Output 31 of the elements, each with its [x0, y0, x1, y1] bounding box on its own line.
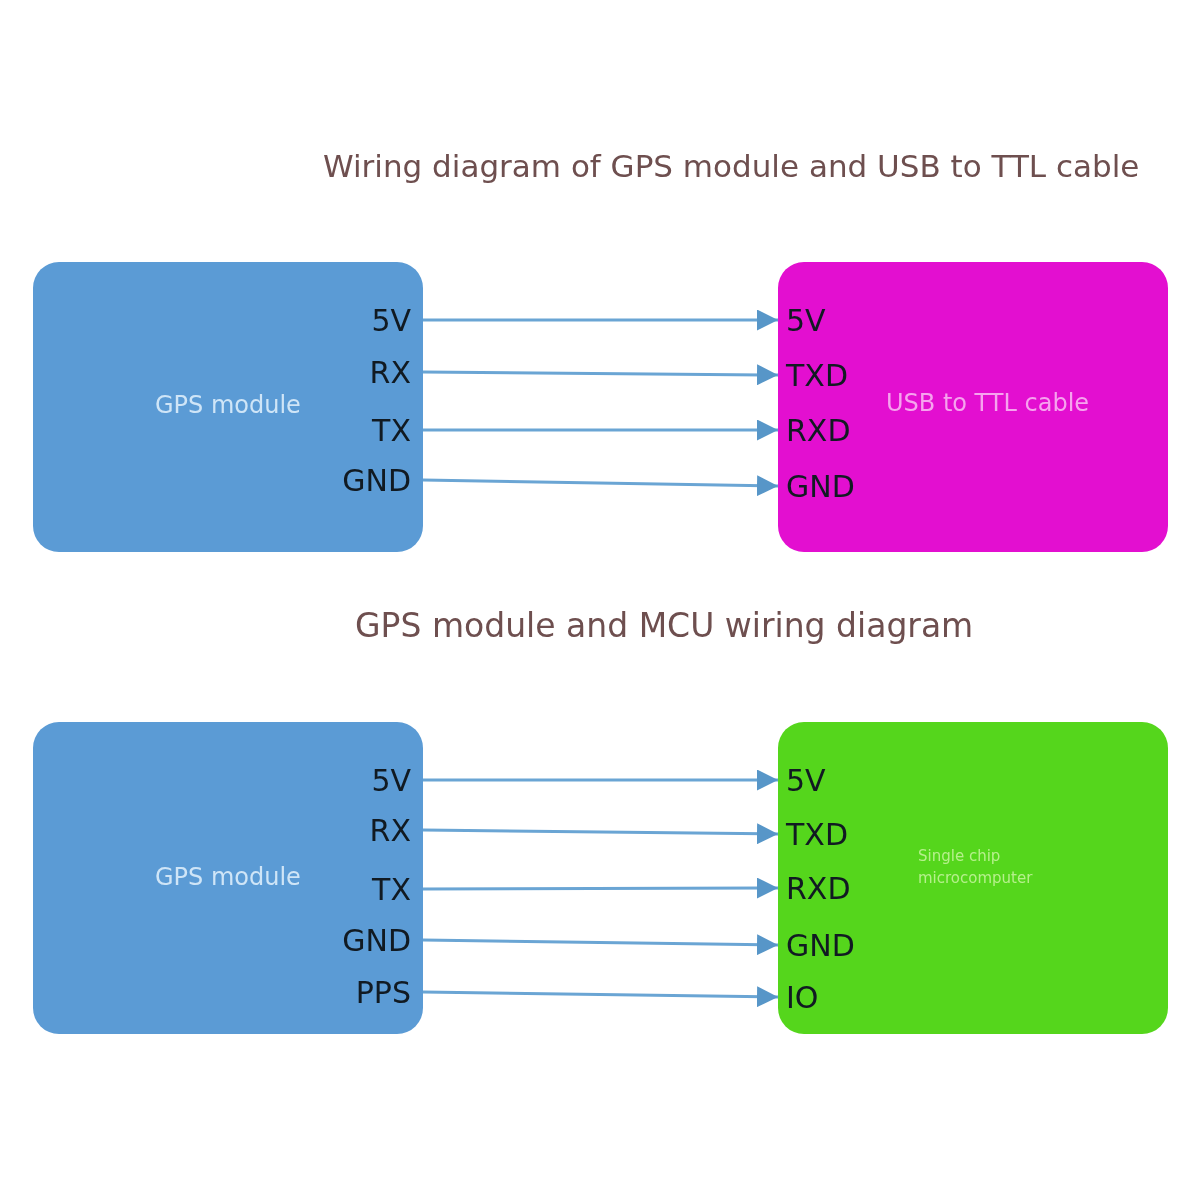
- pin-label: PPS: [293, 970, 423, 1014]
- pin-label: GND: [293, 458, 423, 502]
- pin-label: TXD: [778, 812, 898, 856]
- pin-label: GND: [778, 464, 898, 508]
- heading: GPS module and MCU wiring diagram: [355, 606, 974, 645]
- module-label: USB to TTL cable: [886, 388, 1090, 419]
- module-label: Single chip microcomputer: [918, 846, 1034, 889]
- arrow: [423, 769, 778, 791]
- arrow: [422, 475, 779, 497]
- module-box: [778, 262, 1168, 552]
- arrow: [423, 309, 778, 331]
- pin-label: RX: [293, 808, 423, 852]
- arrow: [423, 364, 778, 386]
- pin-label: 5V: [293, 298, 423, 342]
- pin-label: 5V: [778, 298, 898, 342]
- pin-label: GND: [293, 918, 423, 962]
- heading: Wiring diagram of GPS module and USB to TTL cable: [323, 148, 1140, 184]
- pin-label: 5V: [293, 758, 423, 802]
- arrow: [423, 877, 778, 899]
- module-label: GPS module: [155, 862, 301, 893]
- arrow: [423, 419, 778, 441]
- pin-label: 5V: [778, 758, 898, 802]
- module-box: [33, 722, 423, 1034]
- module-box: [778, 722, 1168, 1034]
- module-box: [33, 262, 423, 552]
- arrow: [423, 823, 778, 845]
- pin-label: GND: [778, 923, 898, 967]
- pin-label: IO: [778, 975, 898, 1019]
- pin-label: RXD: [778, 866, 898, 910]
- arrow: [422, 934, 779, 956]
- arrow: [422, 986, 779, 1008]
